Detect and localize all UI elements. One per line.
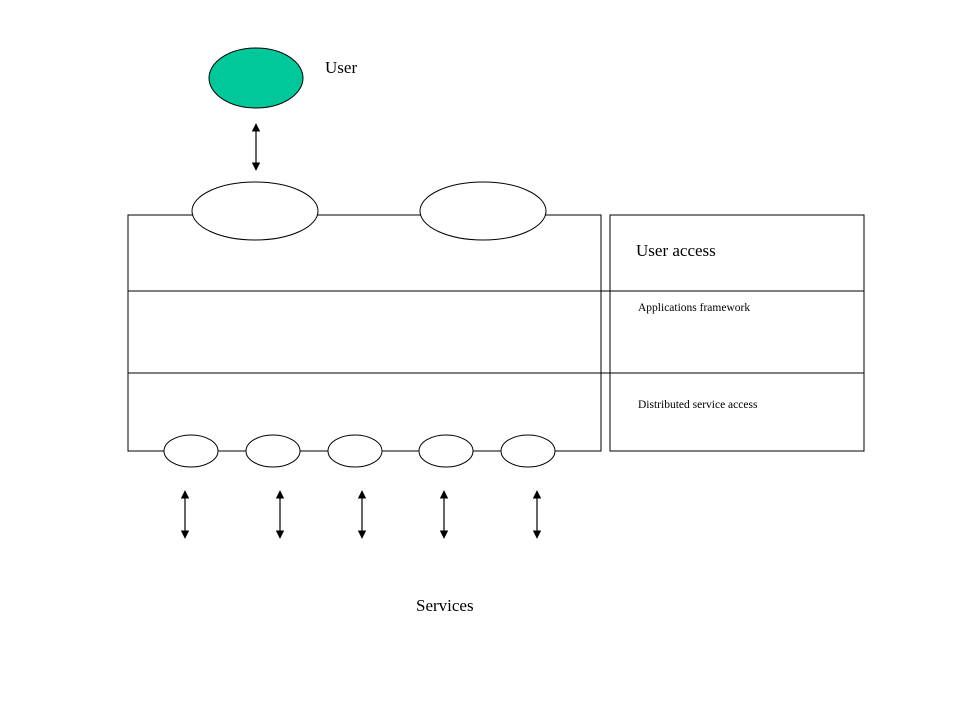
services-label: Services — [416, 596, 474, 615]
main-stack-box — [127, 214, 602, 452]
legend-box — [609, 214, 865, 452]
service-port — [418, 434, 474, 468]
service-port — [245, 434, 301, 468]
user-node — [208, 47, 304, 109]
service-port — [500, 434, 556, 468]
user-access-port — [419, 181, 547, 241]
user-access-label: User access — [636, 241, 716, 260]
user-label: User — [325, 58, 357, 77]
service-port — [327, 434, 383, 468]
applications-framework-label: Applications framework — [638, 302, 750, 314]
service-port — [163, 434, 219, 468]
distributed-service-access-label: Distributed service access — [638, 399, 758, 411]
user-access-port — [191, 181, 319, 241]
